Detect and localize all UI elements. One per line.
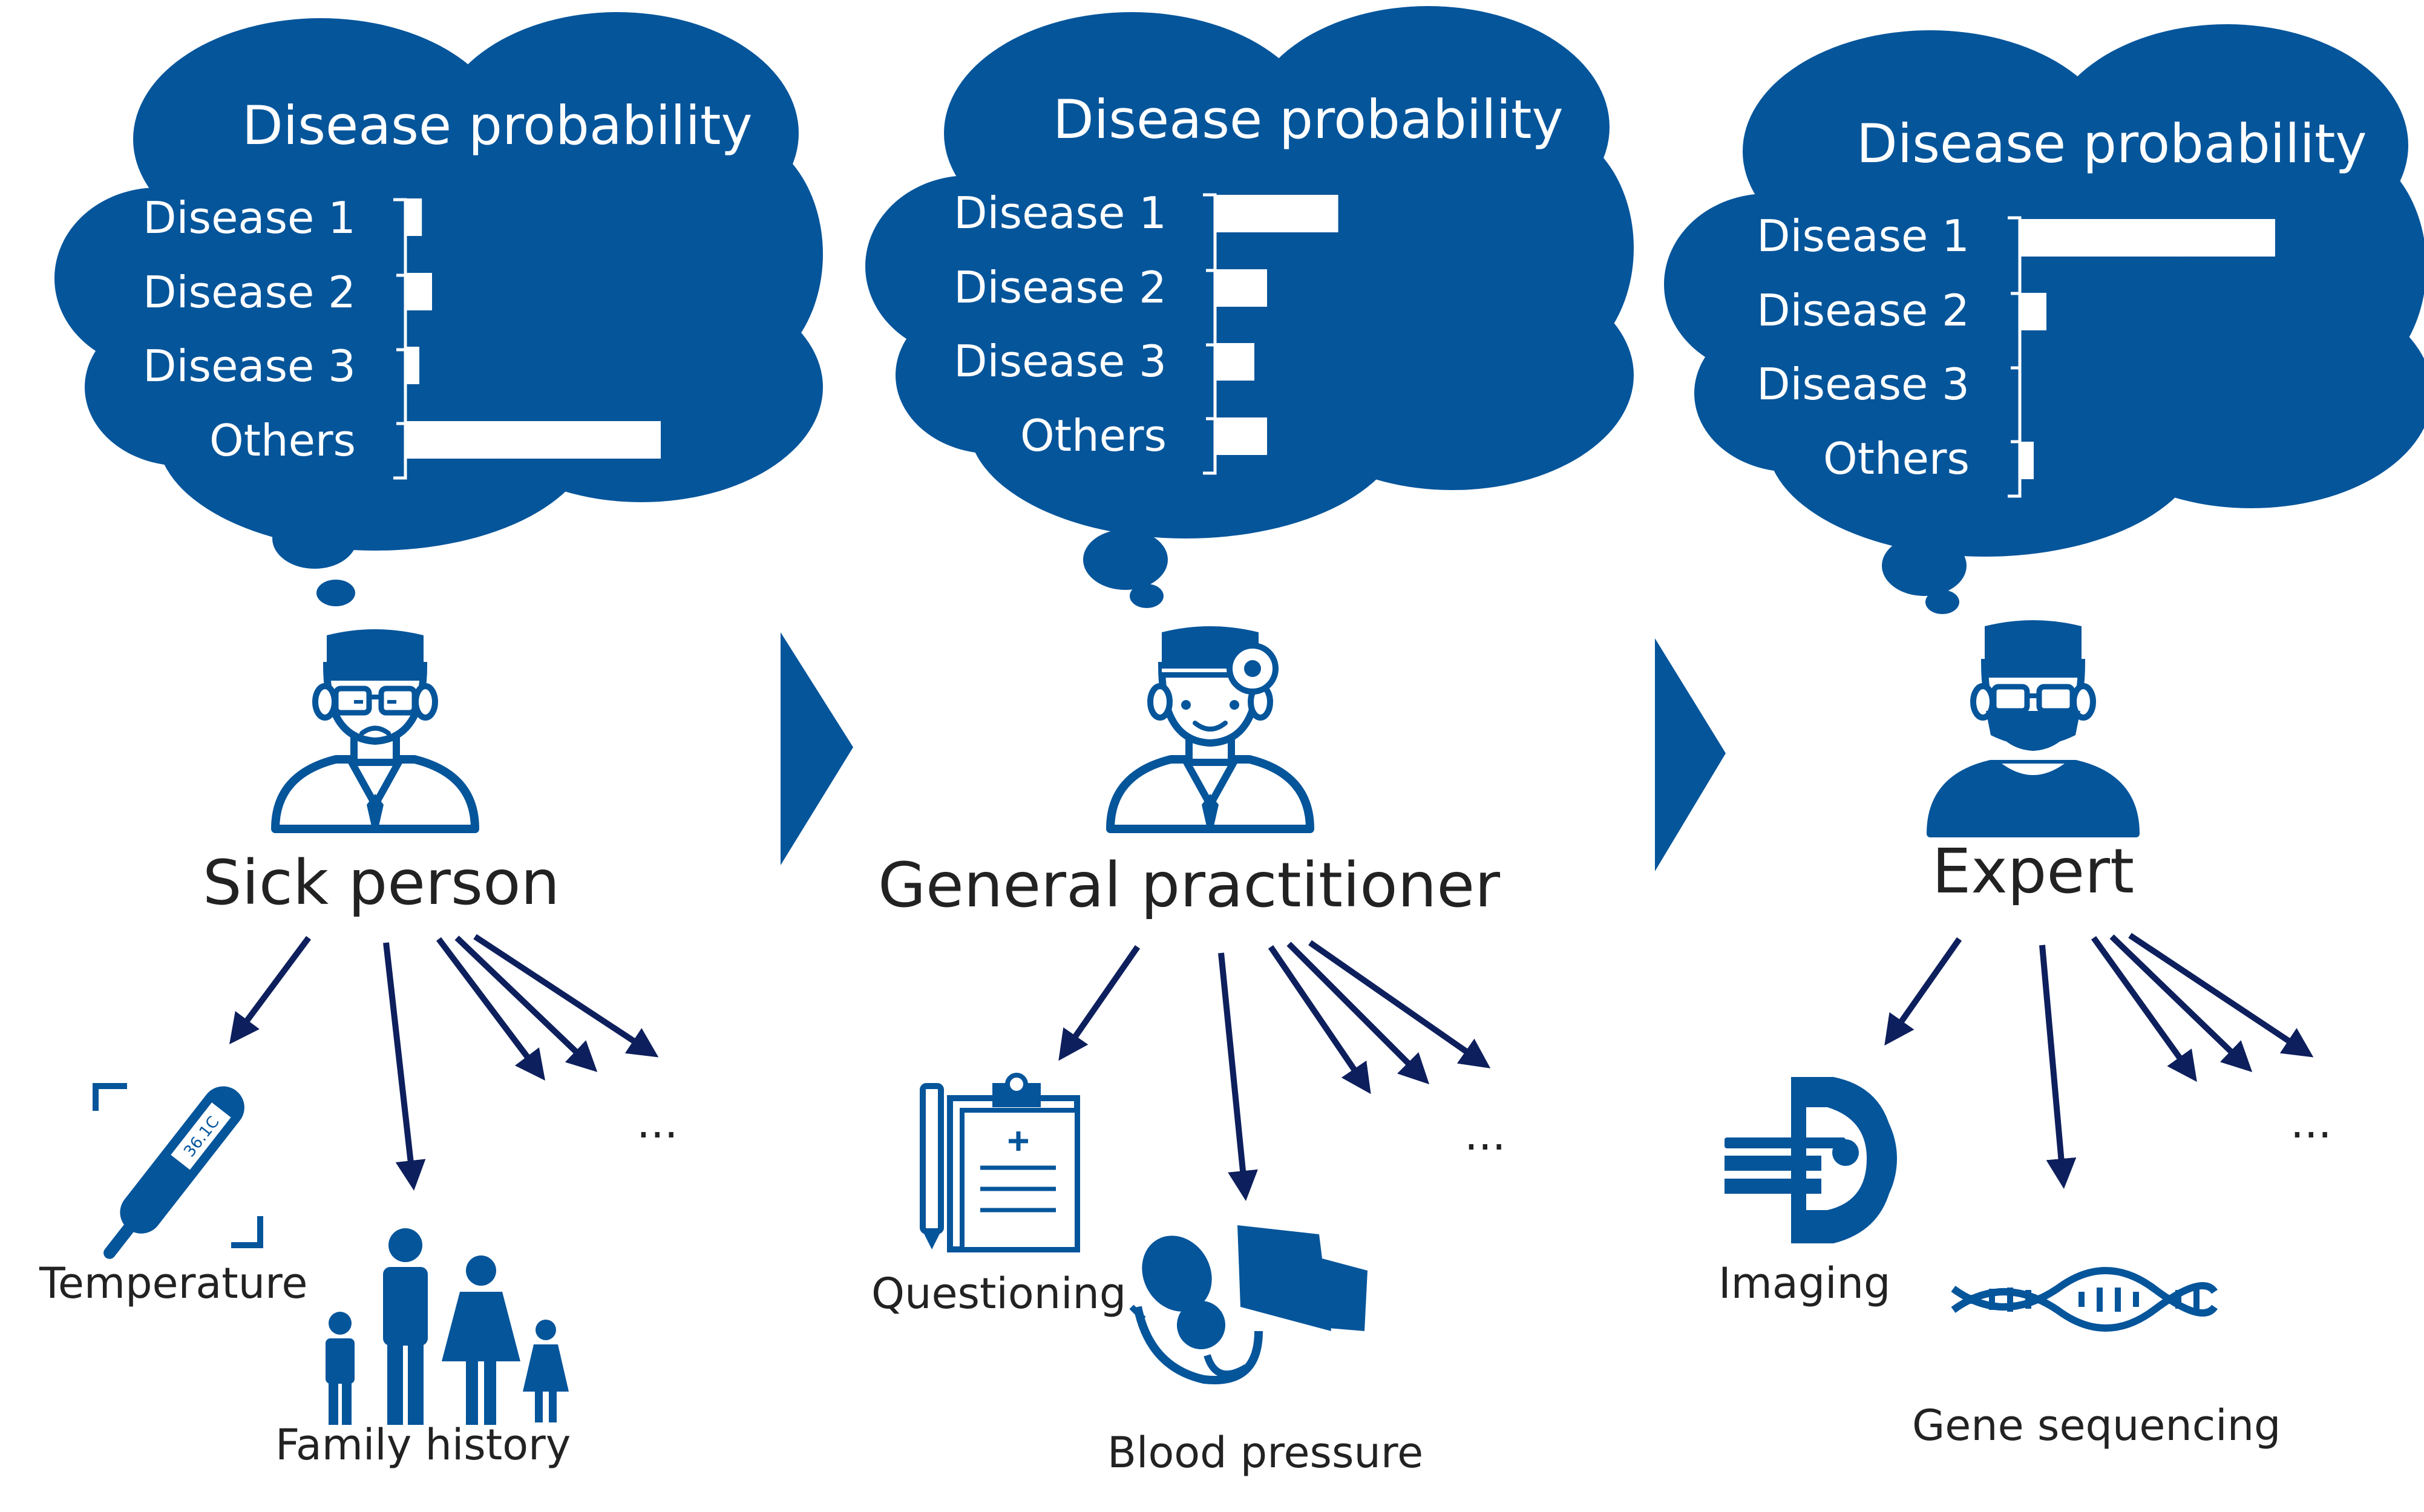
ellipsis: ...	[637, 1097, 678, 1148]
dna-icon	[1951, 1267, 2218, 1332]
bar-label: Disease 3	[954, 336, 1167, 387]
probability-bar	[407, 421, 661, 459]
cloud-title: Disease probability	[242, 94, 753, 157]
ellipsis: ...	[2290, 1097, 2332, 1148]
bar-label: Disease 1	[954, 188, 1167, 238]
role-label: General practitioner	[878, 849, 1500, 921]
expert-surgeon-icon	[1927, 620, 2140, 837]
thought-cloud-2	[865, 6, 1634, 608]
bar-label: Disease 1	[143, 192, 356, 243]
sick-person-icon	[271, 629, 479, 833]
family-icon	[326, 1228, 569, 1425]
probability-bar	[1216, 417, 1267, 455]
thermometer-icon: 36.1C	[93, 1083, 263, 1259]
role-label: Sick person	[203, 847, 560, 919]
probability-bar	[1216, 343, 1254, 381]
clipboard-icon	[920, 1073, 1080, 1252]
role-label: Expert	[1932, 836, 2134, 908]
blood-pressure-cuff-icon	[1129, 1225, 1368, 1384]
stage-general-practitioner: Disease probability Disease 1 Disease 2 …	[865, 6, 1634, 1478]
item-label: Imaging	[1718, 1258, 1890, 1308]
inquiry-arrows	[1058, 940, 1491, 1201]
probability-bar	[1216, 269, 1267, 307]
doctor-icon	[1106, 626, 1314, 833]
stage-expert: Disease probability Disease 1 Disease 2 …	[1664, 24, 2424, 1450]
probability-bar	[407, 198, 422, 236]
bar-label: Others	[209, 415, 356, 466]
inquiry-arrows	[1884, 932, 2314, 1189]
bar-label: Disease 2	[954, 262, 1167, 313]
probability-bar	[2021, 442, 2034, 479]
ellipsis: ...	[1464, 1109, 1506, 1160]
bar-label: Disease 2	[143, 267, 356, 318]
chevron-right-icon	[1655, 638, 1726, 871]
disease-probability-chart: Disease 1 Disease 2 Disease 3 Others	[143, 192, 661, 480]
bar-label: Disease 1	[1757, 211, 1970, 261]
item-label: Blood pressure	[1107, 1428, 1423, 1478]
item-label: Family history	[275, 1420, 571, 1470]
inquiry-arrows	[229, 934, 659, 1191]
probability-bar	[407, 273, 432, 310]
item-label: Gene sequencing	[1912, 1401, 2281, 1450]
chevron-right-icon	[781, 632, 853, 865]
bar-label: Disease 2	[1757, 285, 1970, 336]
probability-bar	[2021, 293, 2046, 330]
item-label: Temperature	[39, 1258, 307, 1308]
stage-sick-person: Disease probability Disease 1 Disease 2 …	[39, 12, 823, 1470]
cloud-title: Disease probability	[1856, 113, 2367, 175]
item-label: Questioning	[871, 1269, 1126, 1318]
scanner-icon	[1725, 1077, 1897, 1243]
bar-label: Others	[1823, 433, 1970, 484]
disease-probability-chart: Disease 1 Disease 2 Disease 3 Others	[1757, 211, 2275, 498]
probability-bar	[2021, 219, 2275, 257]
disease-probability-chart: Disease 1 Disease 2 Disease 3 Others	[954, 188, 1338, 475]
probability-bar	[407, 347, 419, 384]
probability-bar	[1216, 195, 1338, 232]
bar-label: Disease 3	[1757, 359, 1970, 410]
bar-label: Others	[1020, 410, 1167, 461]
bar-label: Disease 3	[143, 341, 356, 391]
cloud-title: Disease probability	[1053, 88, 1564, 151]
